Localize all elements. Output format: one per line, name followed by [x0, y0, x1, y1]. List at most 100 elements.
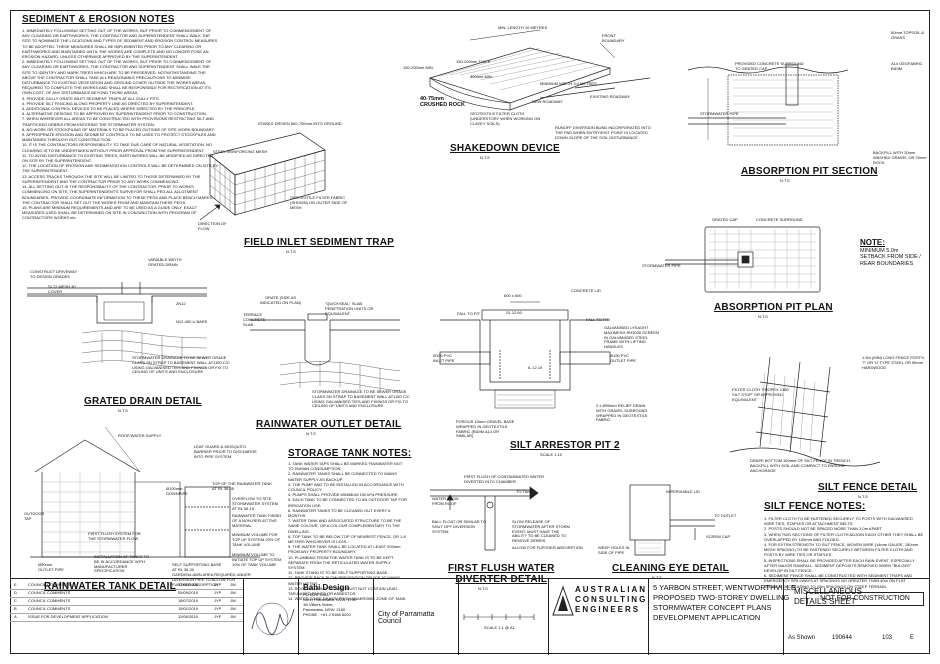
silt-fence-note-item: 5. INSPECTIONS SHALL BE PROVIDED AFTER E…: [764, 557, 915, 574]
tank-label-tap: OUTDOOR TAP: [24, 511, 45, 521]
revision-date: 11/06/2018: [178, 614, 198, 619]
outlet-label-stormwater: STORMWATER DRAINAGE TO BE SEWER GRADE CL…: [312, 389, 410, 409]
grated-drain-scale: N.T.S: [118, 408, 128, 413]
project-box: 5 YARBON STREET, WENTWORTHVILLE PROPOSED…: [648, 579, 796, 655]
storage-tank-note-item: 12. PROVIDE BACK FLOW PREVENTION DEVICE …: [288, 575, 400, 586]
silt-label-sl: SL 12.60: [506, 310, 522, 315]
revision-letter: C: [14, 598, 17, 603]
shakedown-label-newroad: NEW ROADWAY: [532, 99, 563, 104]
cleaning-eye-title: CLEANING EYE DETAIL: [612, 563, 729, 574]
shakedown-label-min2: 300mm MIN.: [470, 74, 493, 79]
storage-tank-note-item: 13. ROOF DRAINING TO TANK MUST NOT CONTA…: [288, 585, 399, 597]
scale-bar-box: SCALE 1:1 @ A1: [458, 579, 548, 655]
tank-label-leafguard: LEAF GUARD & MOSQUITO BARRIER PRIOR TO D…: [194, 444, 257, 459]
grated-label-mesh: SL72 MESH 30 COVER: [48, 284, 76, 294]
storage-tank-note-item: 6. RAINWATER TANKS TO BE CLEANED OUT EVE…: [288, 507, 391, 519]
scale-value: As Shown: [788, 635, 816, 641]
flush-label-totank: TO TANK: [516, 489, 533, 494]
abs-section-label-pipe: STORMWATER PIPE: [700, 111, 739, 116]
sediment-note-item: 10. IT IS THE CONTRACTORS RESPONSIBILITY…: [22, 142, 212, 153]
silt-label-fall1: FALL TO PIT: [457, 311, 481, 316]
storage-tank-note-item: 3. THE PUMP AND TO BE INSTALLED IN ACCOR…: [288, 481, 404, 493]
company-box: AUSTRALIAN CONSULTING ENGINEERS: [548, 579, 648, 655]
cleaning-eye-scale: N.T.S: [652, 575, 662, 580]
shakedown-label-geotextile: GEOTEXTILE FILTER CLOTH (UNDERSTORY WHEN…: [470, 111, 541, 126]
sediment-note-item: 4. PROVIDE SILT FENCING ALONG PROPERTY L…: [22, 100, 194, 106]
grated-label-width: VARIABLE WIDTH GRATED DRAIN: [148, 257, 182, 267]
silt-fence-note-item: 4. FOR EXTRA STRENGTH TO SILT FENCE, WOV…: [764, 542, 919, 558]
revision-checked: JW: [230, 606, 236, 611]
council-name: City of Parramatta Council: [378, 611, 435, 625]
company-logo-icon: [552, 585, 574, 616]
job-number: 190644: [832, 635, 853, 641]
field-inlet-label-flow: DIRECTION OF FLOW: [198, 221, 227, 231]
field-inlet-title: FIELD INLET SEDIMENT TRAP: [244, 237, 394, 248]
eye-label-lid: IMPERVIABLE LID: [666, 489, 700, 494]
revision-letter: D: [14, 590, 17, 595]
rainwater-outlet-drawing: [250, 313, 401, 393]
shakedown-title: SHAKEDOWN DEVICE: [450, 143, 560, 154]
absorption-section-scale: N.T.S: [780, 178, 790, 183]
storage-tank-note-item: 14. WATER TO BE DRAWN FROM ANAEROBIC ZON…: [288, 596, 407, 602]
tank-label-downpipe: Ø100mm DOWNPIPE: [166, 486, 188, 496]
revision-checked: JW: [230, 614, 236, 619]
silt-fence-label-cloth: FILTER CLOTH 'PROPEX 1380 SILT STOP' OR …: [732, 387, 789, 402]
flush-label-contaminated: FIRST FLUSH OF CONTAMINATED WATER DIVERT…: [464, 474, 544, 484]
tank-label-top: TOP OF THE RAINWATER TANK AT RL 36.05: [212, 481, 272, 491]
grated-label-stormwater: STORMWATER DRAINAGE TO BE SEWER GRADE CL…: [132, 355, 230, 375]
tank-label-outletpipe: Ø50mm OUTLET PIPE: [38, 562, 64, 572]
eye-label-weep: WEEP HOLES IN SIDE OF PIPE: [598, 545, 630, 555]
storage-tank-notes-list: 1. TANK WATER TAPS SHALL BE MARKED 'RAIN…: [288, 461, 408, 601]
shakedown-label-existroad: EXISTING ROADWAY: [590, 94, 631, 99]
flush-label-roof: WATER FLOW FROM ROOF: [432, 496, 459, 506]
rainwater-tank-drawing: [30, 426, 260, 558]
field-inlet-label-geotextile: GEOTEXTILE FILTER FABRIC (SHOWN) ON OUTE…: [290, 195, 348, 210]
outlet-label-grate: GRATE (SIZE AS INDICATED ON PLAN): [259, 295, 302, 305]
silt-label-relief: 2 x Ø90mm RELIEF DRAIN WITH GRAVEL SURRO…: [596, 403, 648, 423]
tank-label-install: INSTALLATION OF TANKS TO BE IN ACCORDANC…: [94, 554, 150, 574]
silt-arrestor-title: SILT ARRESTOR PIT 2: [510, 440, 620, 451]
tank-label-finish: RAINWATER TANK FINISH OF A NON-REFLECTIV…: [232, 513, 282, 528]
cleaning-eye-drawing: [629, 484, 715, 556]
absorption-plan-title: ABSORPTION PIT PLAN: [714, 302, 833, 313]
tank-label-garden: GARDEN/LAWN AREA REQUIRED UNDER DIVERSIO…: [172, 572, 251, 587]
field-inlet-scale: N.T.S: [286, 249, 296, 254]
silt-label-fall2: FALL TO PIT: [586, 317, 610, 322]
setback-note-text: MINIMUM 5.0m SETBACK FROM SIDE / REAR BO…: [860, 248, 921, 267]
shakedown-scale: N.T.S: [480, 155, 490, 160]
sediment-note-item: 7. WHEN WHEREVER ALL AREAS TO BE CONSTRU…: [22, 116, 215, 127]
client-box: Bahi Design PO BOX 2402, North Parramatt…: [298, 579, 373, 655]
revision-date: 05/09/2019: [178, 590, 199, 595]
silt-fence-title: SILT FENCE DETAIL: [818, 482, 918, 493]
tank-label-overflow: OVERFLOW TO SITE STORMWATER SYSTEM AT RL…: [232, 496, 278, 511]
silt-fence-scale: N.T.S: [858, 494, 868, 499]
storage-tank-note-item: 4. PUMPS SHALL PROVIDE MINIMUM 150 kPa P…: [288, 492, 399, 498]
silt-label-outlet: Ø150 PVC OUTLET PIPE: [610, 353, 636, 363]
abs-plan-label-pipe: STORMWATER PIPE: [642, 263, 681, 268]
sediment-note-item: 3. PROVIDE GULLY GRATE INLET SEDIMENT TR…: [22, 95, 160, 101]
abs-section-label-cap: PROVIDED CONCRETE SURROUND TO GRATED CAP: [735, 61, 804, 71]
silt-label-inlet: Ø150 PVC INLET PIPE: [433, 353, 455, 363]
revision-by: JYP: [214, 598, 222, 603]
grated-drain-title: GRATED DRAIN DETAIL: [84, 396, 202, 407]
shakedown-drawing: [428, 29, 651, 111]
revision-letter: E: [14, 582, 17, 587]
storage-tank-note-item: 2. RAINWATER TANKS SHALL BE CONNECTED TO…: [288, 471, 397, 482]
tank-label-base: SELF SUPPORTING BASE AT RL 35.30: [172, 562, 222, 572]
field-inlet-label-stakes: STAKES DRIVEN 500-700mm INTO GROUND: [258, 121, 342, 126]
client-address: PO BOX 2402, North Parramatta, NSW, 1750…: [303, 592, 357, 612]
setback-note-title: NOTE:: [860, 238, 885, 247]
outlet-label-slab: TERRACE CONCRETE SLAB: [243, 312, 266, 327]
grated-label-ubars: N12-400 U BARS: [176, 319, 208, 324]
revision-date: 12/02/2020: [178, 582, 199, 587]
revision-description: COUNCIL COMMENTS: [28, 582, 71, 587]
shakedown-label-bund: RUNOFF DIVERSION BUND INCORPORATED INTO …: [555, 125, 651, 140]
shakedown-label-width: MINIMUM WIDTH 3.0 METRES: [540, 81, 597, 86]
silt-fence-note-item: 1. FILTER CLOTH TO BE FASTENED SECURELY …: [764, 516, 913, 527]
